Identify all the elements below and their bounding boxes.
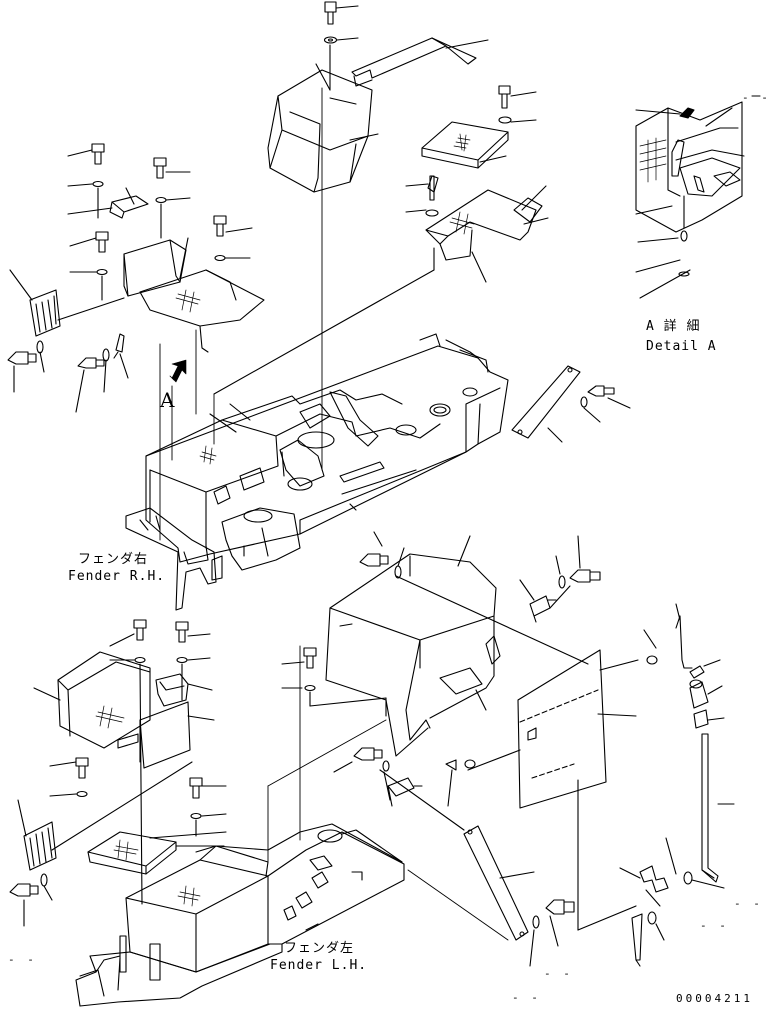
view-arrow-letter: A	[160, 388, 176, 412]
detail-a-jp-label: A 詳 細	[646, 319, 701, 334]
dash-mark: - -	[734, 897, 763, 910]
lower-shroud-cover	[325, 535, 501, 757]
reference-lines-top	[159, 87, 323, 541]
lh-small-bracket	[155, 673, 213, 707]
upper-shroud-cover	[267, 63, 379, 193]
rh-side-grille	[9, 269, 125, 337]
lh-bolts-washers	[49, 619, 227, 837]
fender-lh-jp-label: フェンダ左	[284, 941, 355, 956]
detail-a-en-label: Detail A	[646, 339, 717, 354]
support-bar-rh	[511, 365, 631, 443]
mount-bracket-right	[213, 175, 549, 395]
dash-mark: - -	[544, 967, 573, 980]
fender-rh-jp-label: フェンダ右	[78, 552, 149, 567]
top-long-bracket	[351, 37, 489, 87]
view-arrow-a	[169, 359, 187, 383]
hinge-bar-lower	[379, 769, 575, 967]
latch-parts	[619, 837, 677, 967]
grille-plate-lower-left	[87, 831, 227, 875]
small-brackets-lower-center	[333, 747, 476, 807]
dash-mark: - -	[742, 91, 767, 104]
door-panel	[467, 649, 639, 931]
rh-lower-bolts	[7, 333, 129, 413]
fender-rh-en-label: Fender R.H.	[68, 569, 166, 584]
dash-mark: - -	[512, 991, 541, 1004]
main-frame-rh	[125, 333, 509, 611]
dash-mark: - -	[700, 919, 729, 932]
top-bolt-assembly	[323, 1, 359, 91]
fender-lh-en-label: Fender L.H.	[270, 958, 368, 973]
grille-plate-top-right	[421, 85, 537, 169]
lh-box-bracket	[33, 651, 215, 905]
side-bracket-right	[519, 535, 601, 623]
rh-small-bracket	[67, 187, 149, 219]
rh-box-and-grille-bracket	[123, 237, 265, 353]
dash-mark: - -	[8, 953, 37, 966]
main-frame-lh	[75, 823, 405, 1007]
rh-bolts-washers	[67, 143, 253, 301]
lh-side-grille	[17, 761, 193, 871]
drawing-number: 00004211	[676, 992, 753, 1005]
door-hinge-rods	[643, 603, 735, 889]
detail-a	[635, 95, 761, 299]
reference-lines-bottom	[267, 645, 509, 941]
lh-lower-bolt	[9, 873, 53, 927]
lower-shroud-bolts	[281, 531, 589, 717]
